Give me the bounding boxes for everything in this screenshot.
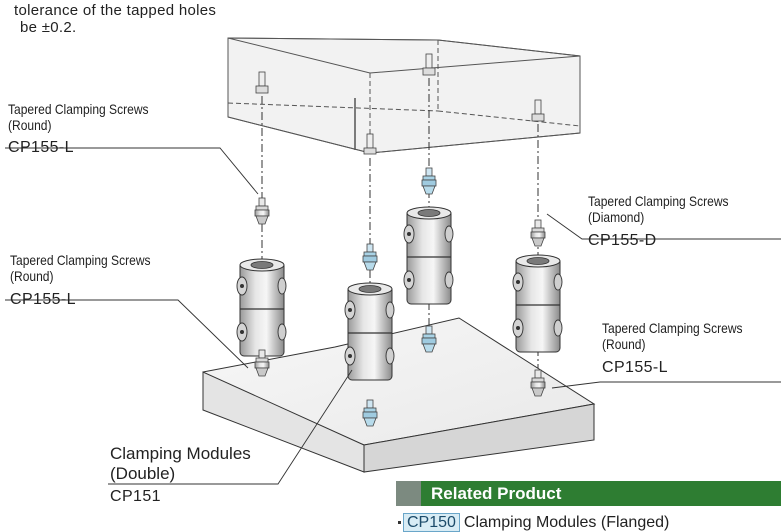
label-screw-diamond: Tapered Clamping Screws (Diamond) CP155-… (588, 193, 751, 251)
label-sub: (Round) (602, 336, 646, 353)
module-label-name: Clamping Modules (110, 444, 251, 463)
related-header-stripe (396, 481, 421, 506)
module-left (236, 258, 287, 357)
label-screw-round-right: Tapered Clamping Screws (Round) CP155-L (602, 320, 765, 378)
module-front (344, 282, 395, 381)
label-screw-round-top: Tapered Clamping Screws (Round) CP155-L (8, 101, 171, 158)
related-product-title: Related Product (431, 484, 562, 503)
screw-front-upper (362, 243, 378, 271)
label-name: Tapered Clamping Screws (10, 252, 151, 268)
label-name: Tapered Clamping Screws (8, 101, 149, 117)
label-sub: (Round) (10, 268, 54, 285)
label-sub: (Round) (8, 117, 52, 134)
label-sub: (Diamond) (588, 209, 645, 226)
screw-center-upper (421, 167, 437, 195)
bullet-icon (398, 521, 401, 525)
screw-left-upper (254, 197, 270, 225)
label-code: CP155-D (588, 232, 657, 250)
tolerance-note: tolerance of the tapped holes be ±0.2. (0, 2, 216, 37)
label-code: CP155-L (602, 359, 668, 377)
screw-right-upper (530, 219, 546, 247)
module-label-sub: (Double) (110, 463, 176, 483)
label-clamping-modules: Clamping Modules (Double) CP151 (110, 444, 251, 506)
related-product-header (396, 481, 781, 506)
tolerance-note-line2: be ±0.2. (20, 19, 77, 37)
label-name: Tapered Clamping Screws (588, 193, 729, 209)
module-label-code: CP151 (110, 488, 161, 506)
workpiece (227, 37, 581, 155)
tolerance-note-line1: tolerance of the tapped holes (14, 2, 217, 19)
base-plate (202, 317, 596, 473)
related-item-text[interactable]: Clamping Modules (Flanged) (463, 514, 670, 531)
label-code: CP155-L (10, 291, 76, 309)
module-right (512, 254, 563, 353)
module-center (403, 206, 454, 305)
label-code: CP155-L (8, 139, 74, 157)
label-name: Tapered Clamping Screws (602, 320, 743, 336)
label-screw-round-mid: Tapered Clamping Screws (Round) CP155-L (10, 252, 173, 310)
related-item-code[interactable]: CP150 (403, 513, 460, 532)
leader-lines (5, 147, 781, 485)
